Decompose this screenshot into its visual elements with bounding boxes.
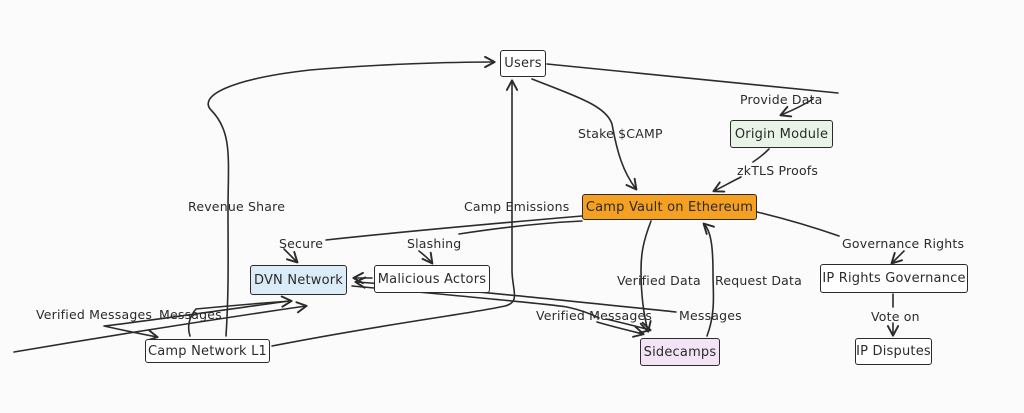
- label-revenue-share: Revenue Share: [188, 199, 286, 214]
- edge-secure-line: [325, 215, 583, 241]
- edge-dvn-to-l1: [103, 300, 290, 342]
- node-sidecamps-label: Sidecamps: [643, 344, 717, 360]
- node-camp-vault: Camp Vault on Ethereum: [582, 194, 757, 220]
- label-zktls-proofs: zkTLS Proofs: [737, 163, 819, 178]
- node-ip-rights-governance-label: IP Rights Governance: [822, 271, 966, 286]
- edge-slashing-arrow: [418, 250, 434, 265]
- edge-verified-data: [639, 220, 652, 333]
- node-ip-rights-governance: IP Rights Governance: [820, 264, 968, 293]
- node-ip-disputes-label: IP Disputes: [856, 344, 931, 359]
- edge-provide-data-line: [546, 63, 839, 94]
- node-dvn-network-label: DVN Network: [253, 272, 343, 288]
- edge-stake-camp: [531, 78, 638, 191]
- node-users: Users: [500, 50, 546, 77]
- edge-l1-to-dvn-2: [13, 301, 308, 353]
- node-dvn-network: DVN Network: [250, 265, 347, 295]
- label-governance-rights: Governance Rights: [842, 236, 965, 251]
- label-stake-camp: Stake $CAMP: [578, 126, 663, 141]
- node-malicious-actors: Malicious Actors: [374, 265, 490, 293]
- edge-slashing-line: [458, 220, 583, 235]
- edge-zktls-stub: [752, 148, 770, 163]
- node-origin-module: Origin Module: [730, 120, 833, 148]
- node-ip-disputes: IP Disputes: [855, 338, 932, 365]
- label-messages-center: Messages: [679, 308, 742, 323]
- node-sidecamps: Sidecamps: [640, 338, 720, 366]
- edge-camp-emissions: [271, 79, 519, 347]
- edge-revenue-share: [207, 55, 496, 337]
- node-users-label: Users: [504, 56, 542, 71]
- node-camp-network-l1: Camp Network L1: [145, 339, 270, 363]
- label-secure: Secure: [279, 236, 324, 251]
- label-vote-on: Vote on: [871, 309, 920, 324]
- label-verified-messages-left: Verified Messages: [36, 307, 153, 322]
- label-request-data: Request Data: [715, 273, 802, 288]
- node-camp-network-l1-label: Camp Network L1: [147, 343, 268, 359]
- edge-request-data: [702, 222, 715, 337]
- label-slashing: Slashing: [407, 236, 462, 251]
- node-malicious-actors-label: Malicious Actors: [377, 271, 487, 287]
- node-camp-vault-label: Camp Vault on Ethereum: [585, 199, 754, 215]
- label-camp-emissions: Camp Emissions: [464, 199, 570, 214]
- edge-zktls-arrow: [712, 176, 742, 193]
- edge-provide-data-arrow: [779, 98, 814, 118]
- edge-governance-arrow: [890, 250, 905, 265]
- edge-l1-to-dvn: [187, 295, 293, 337]
- label-messages-left: Messages: [159, 307, 222, 322]
- label-verified-data: Verified Data: [617, 273, 701, 288]
- node-origin-module-label: Origin Module: [734, 126, 829, 142]
- label-provide-data: Provide Data: [740, 92, 823, 107]
- edge-governance-line: [756, 211, 840, 237]
- edge-verified-center-arrow-1: [596, 321, 645, 338]
- edge-secure-arrow: [283, 248, 299, 264]
- label-verified-messages-center: Verified Messages: [536, 308, 653, 323]
